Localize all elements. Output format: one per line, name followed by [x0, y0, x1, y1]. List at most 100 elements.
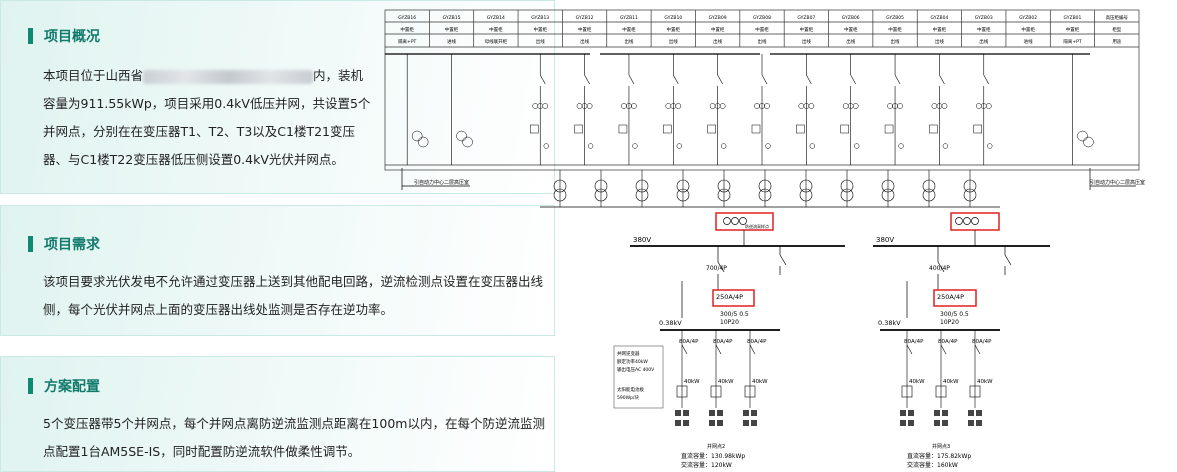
cabinet-type: 中置柜 [489, 26, 503, 33]
cabinet-function: 隔离+PT [398, 38, 416, 45]
pt-symbol [1083, 136, 1094, 148]
branch-breaker-rating: 80A/4P [972, 339, 992, 345]
legend-line-5: 590Wp/块 [617, 394, 639, 401]
ct-symbol [941, 103, 948, 109]
pt-symbol [456, 130, 467, 142]
section-title: 项目需求 [44, 237, 100, 253]
pv-module [900, 410, 906, 416]
cabinet-id: 高压柜编号 [1106, 14, 1129, 21]
monitor-point-left [715, 212, 774, 231]
inverter-symbol [901, 385, 913, 398]
branch-breaker [749, 344, 756, 355]
ct-symbol [586, 103, 593, 109]
feeder-breaker [539, 74, 546, 85]
transformer-symbol [594, 179, 608, 193]
pv-module [968, 420, 974, 426]
pv-branches: 80A/4P40kW80A/4P40kW80A/4P40kW80A/4P40kW… [675, 330, 993, 426]
breaker-rating-left: 250A/4P [716, 293, 743, 301]
ct-symbol [754, 103, 760, 109]
cabinet-id: GYZB08 [753, 15, 771, 21]
inverter-symbol [744, 385, 756, 398]
transformer-symbol [799, 179, 813, 193]
earth-switch [765, 143, 771, 149]
relay-box [884, 124, 894, 134]
section-accent-bar [28, 236, 33, 252]
legend-line-4: 太阳能电池板 [617, 386, 644, 393]
pt-symbol [417, 136, 429, 148]
totals-right-dc: 直流容量：175.82kWp [907, 452, 971, 460]
legend-box [613, 345, 664, 409]
transformer-symbol [963, 179, 977, 193]
cabinet-type: 中置柜 [800, 26, 814, 33]
cabinet-type: 中置柜 [711, 26, 725, 33]
pv-module [751, 410, 757, 416]
branch-breaker [940, 344, 947, 355]
cabinet-function: 出线 [979, 38, 988, 45]
cabinet-type: 中置柜 [933, 26, 947, 33]
earth-switch [720, 143, 727, 149]
section-accent-bar [28, 28, 33, 44]
branch-breaker [906, 344, 913, 355]
cabinet-type: 柜型 [1112, 26, 1121, 33]
ct-symbol [852, 103, 859, 109]
totals-right-ac: 交流容量：160kW [907, 461, 958, 469]
feeder-breaker [894, 74, 901, 85]
pv-module [683, 410, 689, 416]
branch-breaker [681, 344, 688, 355]
redacted-location [143, 69, 314, 84]
totals-left-dc: 直流容量：130.98kWp [681, 452, 745, 460]
voltage-right: 0.38kV [878, 319, 901, 327]
feeder-breaker [806, 74, 812, 85]
ct-symbol [985, 103, 992, 109]
ct-rating-left: 300/5 0.5 [720, 311, 749, 318]
section-card-solution: 方案配置 5个变压器带5个并网点，每个并网点离防逆流监测点距离在100m以内，在… [0, 356, 555, 472]
cabinet-type: 中置柜 [977, 26, 991, 33]
lv-bus-label-right: 380V [876, 236, 894, 244]
legend-line-1: 并网逆变器 [617, 350, 640, 357]
relay-box [663, 124, 672, 134]
cabinet-function: 出线 [580, 38, 589, 45]
legend-line-3: 输出电压AC 400V [617, 366, 655, 373]
pv-module [683, 420, 689, 426]
cabinet-function: 出线 [536, 38, 545, 45]
cabinet-columns: GYZB16中置柜隔离+PTGYZB15中置柜进线GYZB14中置柜母线联开柜G… [398, 10, 1129, 47]
branch-breaker [974, 344, 981, 355]
inverter-power: 40kW [977, 379, 993, 385]
earth-switch [942, 143, 949, 149]
transformer-symbol [553, 188, 567, 202]
cabinet-function: 出线 [758, 38, 767, 45]
cabinet-type: 中置柜 [445, 26, 459, 33]
pv-module [942, 410, 948, 416]
cabinet-function: 出线 [802, 38, 811, 45]
transformer-symbol [553, 179, 567, 193]
inverter-power: 40kW [718, 379, 734, 385]
feeder-breaker [717, 74, 723, 85]
cabinet-id: GYZB04 [930, 15, 948, 21]
lv-bus-label-left: 380V [633, 236, 651, 244]
cabinet-type: 中置柜 [400, 26, 414, 33]
transformer-symbol [635, 179, 649, 193]
transformer-symbol [963, 188, 977, 202]
pv-module [968, 410, 974, 416]
relay-box [973, 124, 983, 134]
branch-breaker-rating: 80A/4P [904, 339, 924, 345]
cabinet-function: 出线 [935, 38, 944, 45]
cabinet-function: 进线 [447, 38, 456, 45]
transformer-symbol [840, 188, 854, 202]
ct-symbol [631, 103, 637, 109]
feeder-breaker [761, 74, 768, 85]
pv-module [675, 420, 681, 426]
incoming-note-right: 引自动力中心二层高压室 [1090, 179, 1145, 186]
inverter-symbol [676, 385, 688, 398]
earth-switch [898, 143, 904, 149]
cabinet-type: 中置柜 [755, 26, 769, 33]
cabinet-type: 中置柜 [578, 26, 592, 33]
cabinet-type: 中置柜 [533, 26, 547, 33]
cabinet-id: GYZB03 [975, 15, 993, 21]
feeder-breaker [628, 74, 635, 85]
feeder-breaker [983, 74, 990, 85]
earth-switch [854, 143, 860, 149]
cabinet-id: GYZB02 [1019, 15, 1037, 21]
cabinet-type: 中置柜 [667, 26, 681, 33]
